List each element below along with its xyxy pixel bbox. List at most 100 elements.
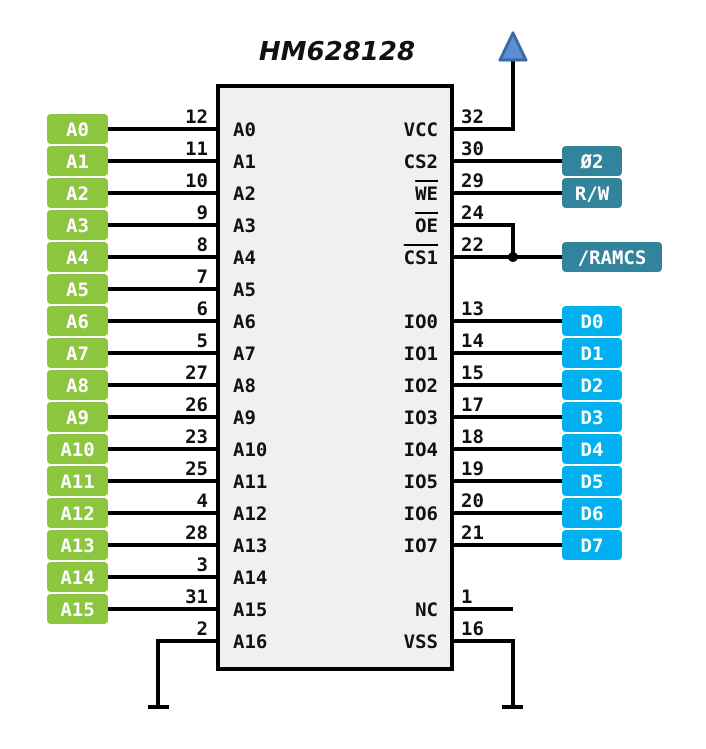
net-label-a1: A1 [47,146,108,176]
pin-io2: IO2 15 [404,362,562,397]
pin-number: 17 [461,394,484,416]
net-label-a3: A3 [47,210,108,240]
pin-name: A2 [233,183,256,205]
pin-number: 3 [197,554,208,576]
pin-name: CS1 [404,247,438,269]
net-label-text: D5 [581,471,604,493]
pin-name: IO0 [404,311,438,333]
pin-name: A9 [233,407,256,429]
vcc-symbol [452,31,528,131]
pin-number: 26 [185,394,208,416]
pin-a2: A2 10 [108,170,256,205]
pin-name: A16 [233,631,267,653]
pin-name: A4 [233,247,256,269]
net-label-text: A4 [66,247,89,269]
net-label-d2: D2 [562,370,622,400]
pin-name: A8 [233,375,256,397]
net-label-text: D3 [581,407,604,429]
net-label-text: D2 [581,375,604,397]
pin-number: 30 [461,138,484,160]
net-label-text: A3 [66,215,89,237]
net-label-a0: A0 [47,114,108,144]
pin-number: 31 [185,586,208,608]
net-label-a4: A4 [47,242,108,272]
net-label-text: Ø2 [580,151,604,173]
pin-name: A5 [233,279,256,301]
net-label-text: D6 [581,503,604,525]
pin-name: A15 [233,599,267,621]
chip-body [216,84,454,671]
pin-cs1: CS1 22 [404,234,562,269]
pin-a12: A12 4 [108,490,267,525]
pin-number: 10 [185,170,208,192]
pin-name: A10 [233,439,267,461]
pin-a9: A9 26 [108,394,256,429]
pin-number: 20 [461,490,484,512]
pin-name: A11 [233,471,267,493]
pin-name: IO5 [404,471,438,493]
pin-a4: A48 [108,234,256,269]
net-label-text: A0 [66,119,89,141]
net-label-a2: A2 [47,178,108,208]
pin-a6: A66 [108,298,256,333]
net-label-a14: A14 [47,562,108,592]
net-label-d0: D0 [562,306,622,336]
pin-name: A1 [233,151,256,173]
pin-number: 12 [185,106,208,128]
pin-number: 18 [461,426,484,448]
pin-nc: NC1 [415,586,472,621]
net-label-d1: D1 [562,338,622,368]
pin-name: A14 [233,567,267,589]
pin-number: 6 [197,298,208,320]
pin-io4: IO4 18 [404,426,562,461]
vcc-arrow-icon [498,31,528,62]
pin-name: IO1 [404,343,438,365]
net-label-d5: D5 [562,466,622,496]
pin-name: OE [415,215,438,237]
pin-io1: IO1 14 [404,330,562,365]
pin-name: VCC [404,119,438,141]
pin-number: 11 [185,138,208,160]
pin-a7: A75 [108,330,256,365]
ground-symbol-right [452,639,523,709]
net-label-text: A11 [60,471,94,493]
pin-number: 4 [197,490,208,512]
pin-number: 24 [461,202,484,224]
net-label-text: /RAMCS [578,247,647,269]
net-label-text: A15 [60,599,94,621]
pin-name: A12 [233,503,267,525]
pin-a16: A16 2 [197,618,268,653]
net-label-a10: A10 [47,434,108,464]
net-label-a9: A9 [47,402,108,432]
net-label-text: A14 [60,567,94,589]
pin-name: A13 [233,535,267,557]
pin-number: 22 [461,234,484,256]
net-label-a13: A13 [47,530,108,560]
pin-number: 1 [461,586,472,608]
pin-name: A0 [233,119,256,141]
pin-number: 29 [461,170,484,192]
pin-a1: A1 11 [108,138,256,173]
pin-name: IO4 [404,439,438,461]
net-label-text: D7 [581,535,604,557]
pin-number: 21 [461,522,484,544]
pin-number: 27 [185,362,208,384]
net-label-2: Ø2 [562,146,622,176]
pin-number: 16 [461,618,484,640]
net-label-a8: A8 [47,370,108,400]
pin-number: 14 [461,330,484,352]
pin-name: IO2 [404,375,438,397]
pin-number: 2 [197,618,208,640]
net-label-a5: A5 [47,274,108,304]
net-label-a11: A11 [47,466,108,496]
pin-a8: A8 27 [108,362,256,397]
pin-number: 15 [461,362,484,384]
